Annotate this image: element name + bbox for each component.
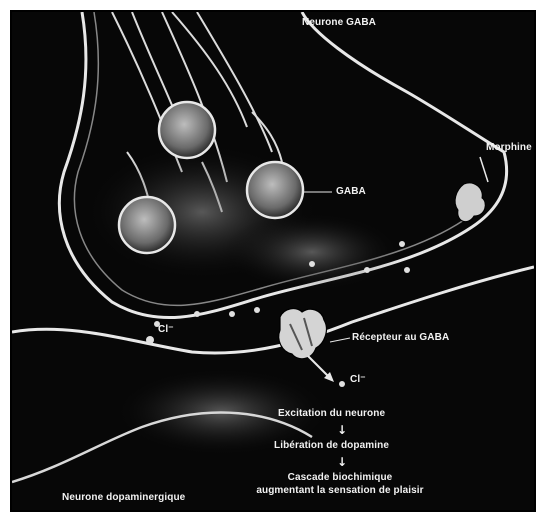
vesicle (247, 162, 303, 218)
synapse-drawing (12, 12, 534, 510)
cytoplasm-haze-2 (222, 212, 402, 292)
chloride-ion (339, 381, 345, 387)
label-cascade-line1: Cascade biochimique (240, 472, 440, 483)
label-neurone-gaba: Neurone GABA (302, 17, 376, 28)
label-cascade-line2: augmentant la sensation de plaisir (220, 485, 460, 496)
label-gaba: GABA (336, 186, 366, 197)
label-neurone-dopaminergique: Neurone dopaminergique (62, 492, 185, 503)
label-liberation-dopamine: Libération de dopamine (274, 440, 389, 451)
morphine-pointer (480, 157, 488, 182)
synapse-diagram: Neurone GABA Morphine GABA Cl⁻ Récepteur… (10, 10, 536, 512)
label-morphine: Morphine (486, 142, 532, 153)
chloride-ion (146, 336, 154, 344)
receptor-pointer (330, 338, 350, 342)
down-arrow-icon: ↓ (337, 423, 347, 437)
vesicle (119, 197, 175, 253)
label-recepteur-gaba: Récepteur au GABA (352, 332, 449, 343)
label-cl-right: Cl⁻ (350, 374, 366, 385)
label-cl-left: Cl⁻ (158, 324, 174, 335)
label-excitation: Excitation du neurone (278, 408, 385, 419)
morphine-receptor (455, 183, 485, 222)
down-arrow-icon: ↓ (337, 455, 347, 469)
gaba-receptor-channel (279, 309, 327, 359)
vesicle (159, 102, 215, 158)
